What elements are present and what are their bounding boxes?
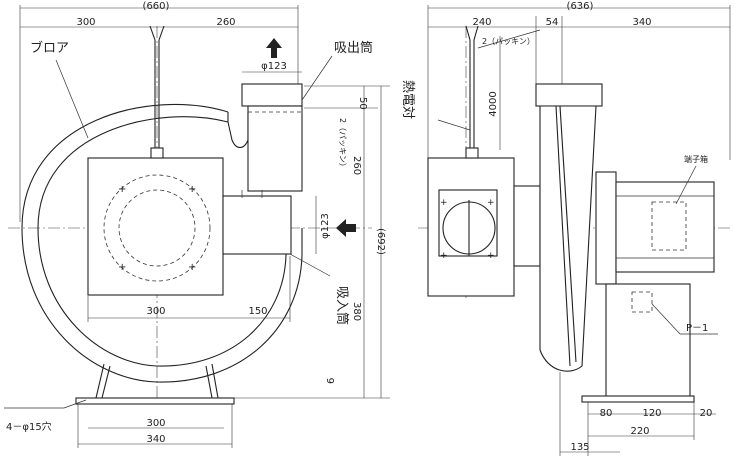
- dim-phi123-inlet: φ123: [320, 213, 331, 239]
- label-outlet: 吸出筒: [334, 40, 373, 56]
- side-bolt-tr: +: [487, 198, 495, 208]
- dim-260-top: 260: [216, 17, 235, 28]
- outlet-leader: [301, 55, 333, 101]
- dim-340: 340: [146, 434, 165, 445]
- terminal-leader: [675, 165, 697, 205]
- dim-636: (636): [567, 1, 594, 12]
- dim-220: 220: [630, 426, 649, 437]
- thermocouple-fitting: [150, 147, 164, 159]
- dim-692: (692): [375, 228, 386, 255]
- side-connector: [513, 185, 541, 267]
- side-cable-ends: [465, 25, 479, 41]
- motor-body: [615, 181, 715, 273]
- outlet-duct: [247, 105, 303, 192]
- blower-leader: [55, 59, 89, 139]
- dim-300-top: 300: [76, 17, 95, 28]
- dim-4000: 4000: [488, 91, 499, 116]
- motor-flange: [595, 171, 617, 285]
- dim-54: 54: [546, 17, 559, 28]
- inlet-leader: [289, 253, 331, 277]
- side-bolt-tl: +: [440, 198, 448, 208]
- bolt-mark-bl: +: [118, 262, 126, 273]
- inflow-arrow: [336, 219, 356, 237]
- dim-240: 240: [472, 17, 491, 28]
- dim-135: 135: [570, 442, 589, 453]
- dim-50: 50: [357, 97, 368, 110]
- label-terminal-box: 端子箱: [684, 154, 708, 164]
- scroll-casing-inner: [37, 116, 287, 367]
- dim-300-mid: 300: [146, 306, 165, 317]
- dim-20: 20: [700, 408, 713, 419]
- side-view: (636) 240 54 340 + + + + 熱電対 4000 2（パッキン…: [400, 1, 731, 456]
- dim-6: 6: [326, 378, 337, 384]
- dim-380: 380: [351, 302, 362, 321]
- gasket-front: 2（パッキン）: [338, 118, 347, 171]
- hole-leader: [63, 399, 87, 409]
- dim-660: (660): [143, 1, 170, 12]
- hole-spec: 4－φ15穴: [6, 420, 52, 433]
- dim-120: 120: [642, 408, 661, 419]
- label-p1: P－1: [686, 323, 708, 334]
- side-base: [581, 395, 695, 403]
- impeller-outer-circle: [103, 174, 211, 282]
- label-thermocouple: 熱電対: [400, 80, 415, 119]
- impeller-inner-circle: [118, 189, 196, 267]
- side-outlet-flange: [535, 83, 603, 107]
- dim-80: 80: [600, 408, 613, 419]
- motor-plate: [87, 157, 224, 296]
- bolt-mark-tl: +: [118, 184, 126, 195]
- side-casing-line-2: [559, 105, 577, 363]
- gasket-side: 2（パッキン）: [482, 37, 535, 46]
- side-casing-line: [555, 105, 571, 367]
- base-plate: [75, 397, 235, 405]
- dim-phi123-outlet: φ123: [261, 61, 287, 72]
- side-bolt-br: +: [487, 251, 495, 261]
- terminal-box-hidden: [651, 201, 687, 251]
- support-legs: [95, 363, 219, 399]
- gasket-side-leader: [477, 29, 541, 49]
- dim-260-right: 260: [351, 156, 362, 175]
- inlet-duct: [222, 195, 292, 255]
- motor-stand: [605, 283, 691, 399]
- front-view: + + + + (660) 300 260 φ123 50: [4, 1, 390, 448]
- side-bolt-bl: +: [440, 251, 448, 261]
- cable-lead-ends: [149, 25, 165, 41]
- outlet-flange: [241, 83, 303, 107]
- scroll-casing-outer: [21, 103, 303, 383]
- casing-tongue: [227, 112, 249, 149]
- thermo-leader: [437, 119, 471, 131]
- dim-300-bottom: 300: [146, 418, 165, 429]
- p1-hidden: [631, 291, 653, 313]
- p1-leader: [651, 303, 681, 335]
- dim-150: 150: [248, 306, 267, 317]
- label-blower: ブロア: [30, 40, 69, 56]
- label-inlet: 吸入筒: [334, 286, 350, 325]
- dim-340-side: 340: [632, 17, 651, 28]
- bolt-mark-br: +: [188, 262, 196, 273]
- side-thermocouple-fitting: [465, 147, 479, 159]
- outflow-arrow: [266, 38, 282, 58]
- bolt-mark-tr: +: [188, 184, 196, 195]
